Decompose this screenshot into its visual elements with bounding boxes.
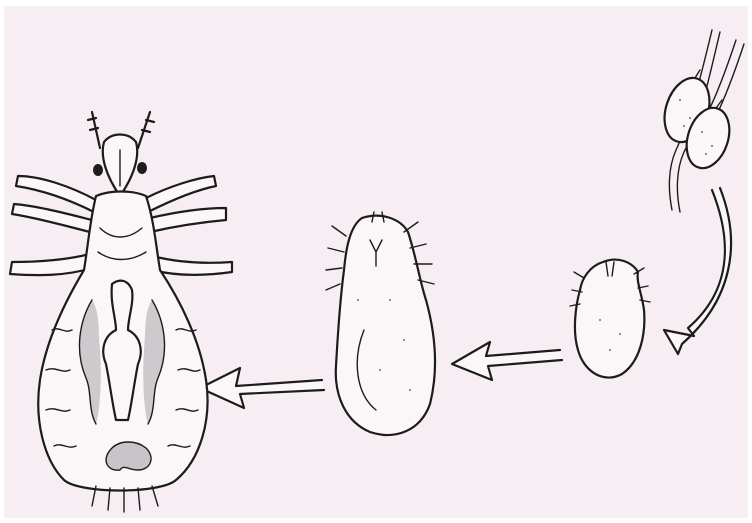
lifecycle-svg [0, 0, 752, 523]
lifecycle-diagram [0, 0, 752, 523]
